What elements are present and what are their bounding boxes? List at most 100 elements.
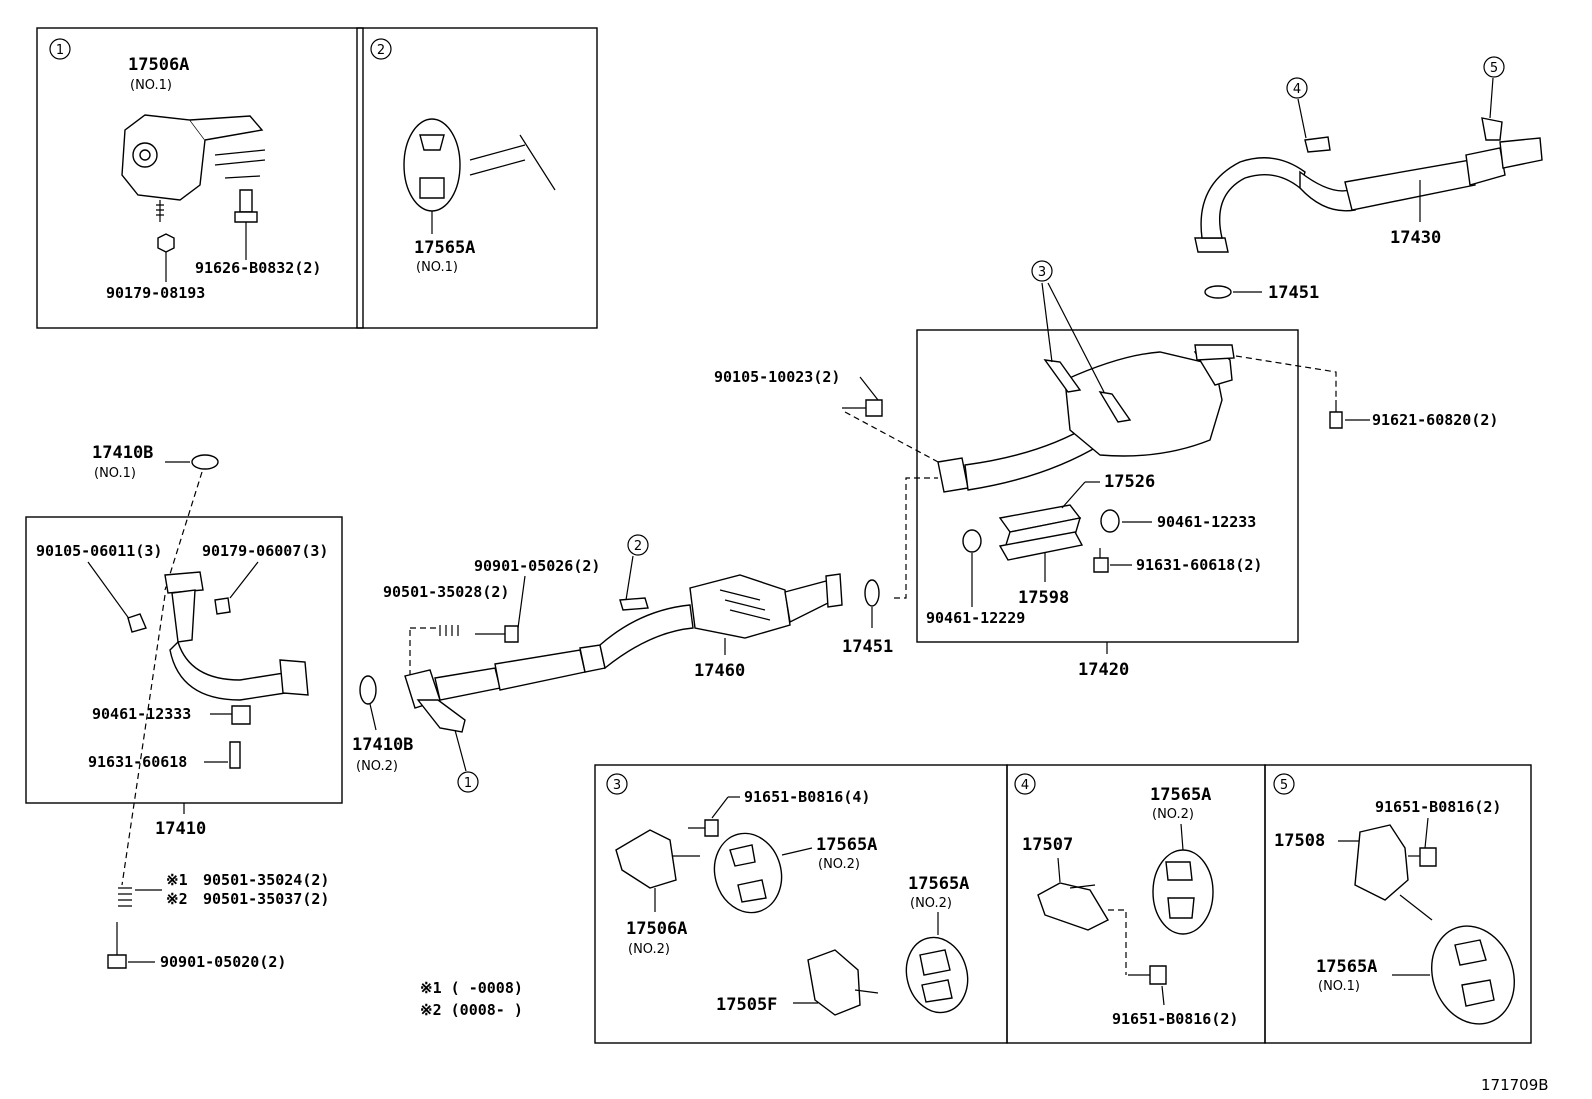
spring2-mark: ※2 bbox=[166, 890, 188, 908]
gasket-icon bbox=[191, 454, 219, 470]
footnote-1: ※1 ( -0008) bbox=[420, 979, 523, 997]
front-pipe-group: 17410B (NO.1) 90105-06011(3) 90179-06007… bbox=[25, 443, 523, 1019]
gasket-no2-label: 17410B bbox=[352, 735, 413, 755]
box-1-part-sub: (NO.1) bbox=[130, 78, 172, 93]
box-1-nut-label: 90179-08193 bbox=[106, 284, 205, 302]
box-3-part-b-sub: (NO.2) bbox=[910, 896, 952, 911]
tail-screw-label: 91631-60618(2) bbox=[1136, 556, 1262, 574]
clamp-right-icon bbox=[1100, 509, 1120, 533]
spring-icon bbox=[118, 887, 132, 907]
box-4-bracket-label: 17507 bbox=[1022, 835, 1073, 855]
tail-end-ref-a: 4 bbox=[1293, 82, 1301, 97]
gasket-17451-icon bbox=[864, 579, 880, 607]
detail-box-5: 5 17508 91651-B0816(2) 17565A (NO.1) bbox=[1264, 764, 1532, 1044]
rubber-hanger-b4 bbox=[1152, 849, 1214, 935]
rubber-hanger-b3b bbox=[905, 936, 969, 1014]
center-pipe-icon bbox=[404, 573, 843, 733]
box-4-ref: 4 bbox=[1021, 778, 1029, 793]
front-pipe-bolt-label: 90105-06011(3) bbox=[36, 542, 162, 560]
exhaust-mount-rubber-1 bbox=[121, 114, 266, 222]
center-pipe-label: 17460 bbox=[694, 661, 745, 681]
clamp-right-label: 90461-12233 bbox=[1157, 513, 1256, 531]
box-3-bracket-label: 17506A bbox=[626, 919, 687, 939]
clamp-label: 90461-12333 bbox=[92, 705, 191, 723]
insulator-lower-label: 17598 bbox=[1018, 588, 1069, 608]
clamp-icon bbox=[231, 705, 251, 725]
gasket-no2-sub: (NO.2) bbox=[356, 759, 398, 774]
center-bolt-label: 90901-05026(2) bbox=[474, 557, 600, 575]
detail-box-3: 3 91651-B0816(4) 17506A (NO.2) 17565A (N… bbox=[594, 764, 1008, 1044]
bolt-icon-right bbox=[1329, 400, 1343, 429]
box-3-bracket2-label: 17505F bbox=[716, 995, 777, 1015]
insulator-lower-icon bbox=[998, 531, 1084, 561]
clamp-left-label: 90461-12229 bbox=[926, 609, 1025, 627]
tail-end-group: 4 5 17430 17451 bbox=[1194, 56, 1543, 303]
front-pipe-nut-label: 90179-06007(3) bbox=[202, 542, 328, 560]
box-2-part-label: 17565A bbox=[414, 238, 475, 258]
tail-end-ref-b: 5 bbox=[1490, 61, 1498, 76]
box-4-part-label: 17565A bbox=[1150, 785, 1211, 805]
box-5-ref: 5 bbox=[1280, 778, 1288, 793]
spring1-mark: ※1 bbox=[166, 871, 188, 889]
box-3-ref: 3 bbox=[613, 778, 621, 793]
bracket-17508-icon bbox=[1354, 824, 1433, 921]
box-4-part-sub: (NO.2) bbox=[1152, 807, 1194, 822]
heat-insulator-icon bbox=[998, 504, 1082, 549]
tail-end-gasket-label: 17451 bbox=[1268, 283, 1319, 303]
center-ref-hanger: 2 bbox=[634, 539, 642, 554]
clamp-left-icon bbox=[962, 529, 982, 553]
front-pipe-icon bbox=[127, 571, 309, 701]
box-3-part-a-sub: (NO.2) bbox=[818, 857, 860, 872]
spring1-label: 90501-35024(2) bbox=[203, 871, 329, 889]
bolt-icon-b3 bbox=[688, 819, 719, 837]
heat-insulator-label: 17526 bbox=[1104, 472, 1155, 492]
gasket-tail-end-icon bbox=[1204, 285, 1232, 299]
tail-gasket-label: 17451 bbox=[842, 637, 893, 657]
box-5-part-sub: (NO.1) bbox=[1318, 979, 1360, 994]
stud-label: 90901-05020(2) bbox=[160, 953, 286, 971]
bracket-17506a-icon bbox=[615, 829, 700, 889]
box-3-part-a-label: 17565A bbox=[816, 835, 877, 855]
box-1-screw-label: 91626-B0832(2) bbox=[195, 259, 321, 277]
bracket-17507-icon bbox=[1037, 882, 1109, 931]
box-3-part-b-label: 17565A bbox=[908, 874, 969, 894]
rubber-hanger-icon bbox=[403, 118, 556, 234]
box-5-bracket-label: 17508 bbox=[1274, 831, 1325, 851]
box-4-bolt-label: 91651-B0816(2) bbox=[1112, 1010, 1238, 1028]
tail-end-pipe-icon bbox=[1194, 117, 1543, 253]
rubber-hanger-b3a bbox=[713, 832, 783, 914]
rubber-hanger-b5 bbox=[1431, 925, 1515, 1025]
detail-box-1: 1 17506A (NO.1) 90179-08193 91626-B0832(… bbox=[36, 27, 364, 329]
box-3-bracket-sub: (NO.2) bbox=[628, 942, 670, 957]
box-2-part-sub: (NO.1) bbox=[416, 260, 458, 275]
gasket-top-label: 17410B bbox=[92, 443, 153, 463]
tail-pipe-assembly-label: 17420 bbox=[1078, 660, 1129, 680]
center-ref-bracket: 1 bbox=[464, 776, 472, 791]
bolt-icon-b4 bbox=[1128, 965, 1167, 985]
tail-end-pipe-label: 17430 bbox=[1390, 228, 1441, 248]
gasket-top-sub: (NO.1) bbox=[94, 466, 136, 481]
box-5-part-label: 17565A bbox=[1316, 957, 1377, 977]
tail-pipe-group: 17451 90105-10023(2) 91621-60820(2) bbox=[714, 260, 1498, 680]
box-1-ref: 1 bbox=[56, 43, 64, 58]
stud-icon bbox=[107, 922, 127, 969]
footnote-2: ※2 (0008- ) bbox=[420, 1001, 523, 1019]
front-pipe-assembly-label: 17410 bbox=[155, 819, 206, 839]
spring2-label: 90501-35037(2) bbox=[203, 890, 329, 908]
box-3-bolt-label: 91651-B0816(4) bbox=[744, 788, 870, 806]
detail-box-4: 4 17507 91651-B0816(2) 17565A (NO.2) bbox=[1006, 764, 1266, 1044]
front-pipe-screw-label: 91631-60618 bbox=[88, 753, 187, 771]
tail-bolt-right-label: 91621-60820(2) bbox=[1372, 411, 1498, 429]
bolt-icon bbox=[234, 189, 258, 260]
bolt-icon-center bbox=[475, 625, 519, 643]
muffler-icon bbox=[937, 344, 1235, 493]
screw-icon bbox=[229, 741, 241, 769]
box-2-ref: 2 bbox=[377, 43, 385, 58]
tail-bolt-top-label: 90105-10023(2) bbox=[714, 368, 840, 386]
tail-ref-hangers: 3 bbox=[1038, 265, 1046, 280]
bracket-17505f-icon bbox=[807, 949, 879, 1016]
diagram-id: 171709B bbox=[1481, 1076, 1549, 1094]
spring-icon-center bbox=[439, 625, 459, 636]
screw-icon-tail bbox=[1093, 548, 1109, 573]
